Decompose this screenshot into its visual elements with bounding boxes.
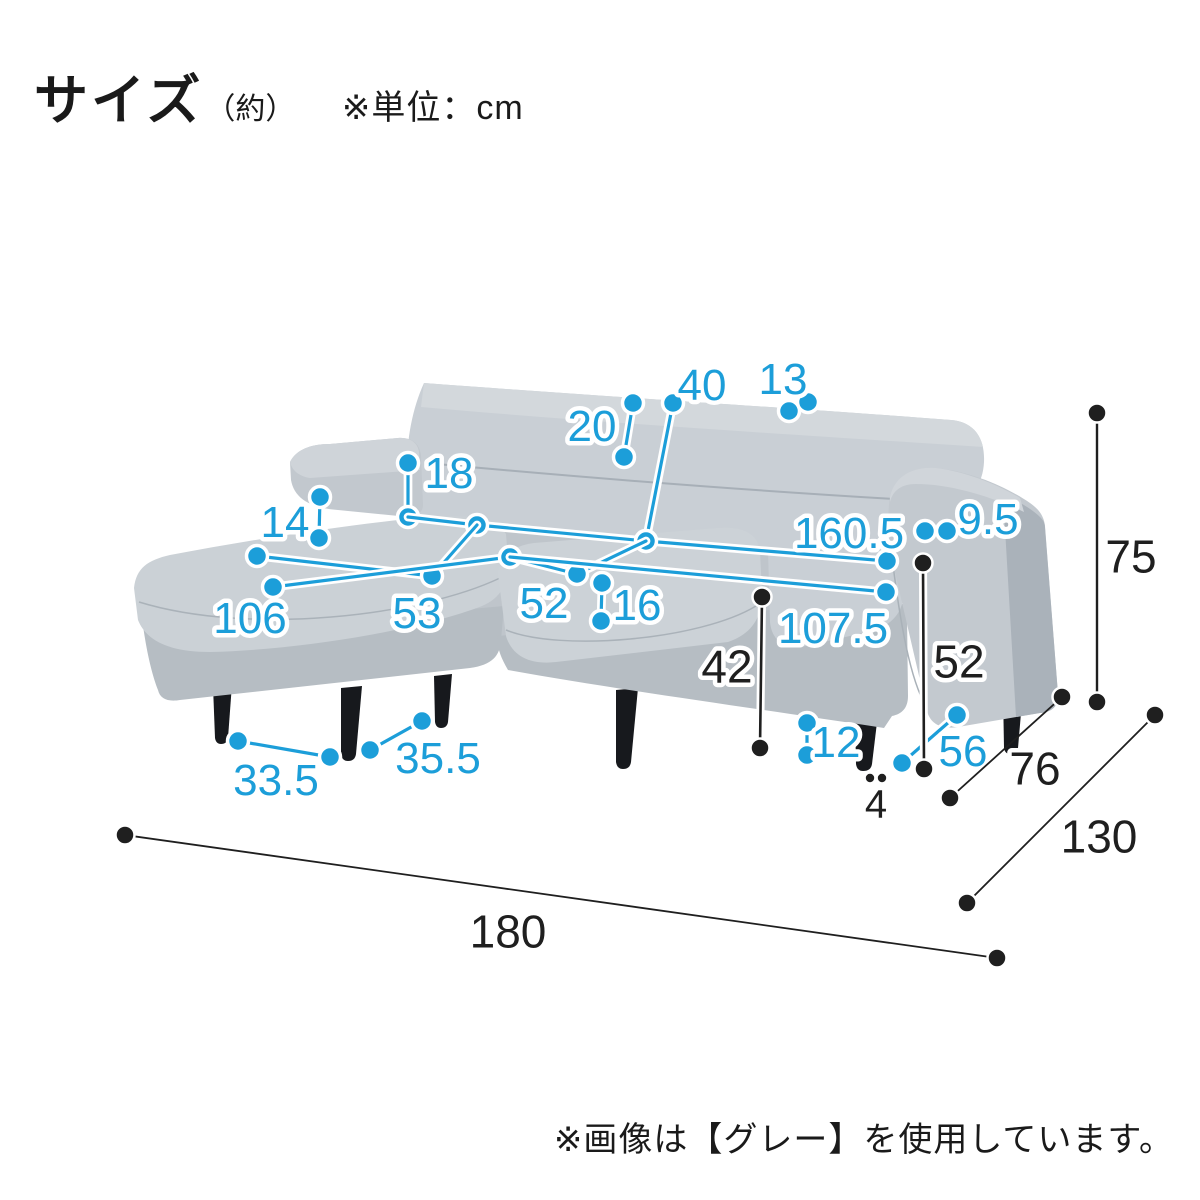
dimension-40: 40 <box>633 356 731 554</box>
dimension-75: 75 <box>1086 402 1161 713</box>
dimension-label: 130 <box>1061 811 1138 863</box>
dimension-label: 18 <box>425 449 474 498</box>
sofa-seat-cushion-1-seam <box>505 605 757 642</box>
dimension-label: 75 <box>1105 531 1156 583</box>
sofa-left-arm-top <box>290 437 420 478</box>
dimension-label: 160.5 <box>794 509 904 558</box>
dimension-180: 180 <box>114 824 1008 969</box>
dimension-13: 13 <box>754 350 821 424</box>
dimension-label: 33.5 <box>233 756 319 805</box>
dimension-33.5: 33.5 <box>225 728 343 809</box>
dimension-label: 35.5 <box>395 734 481 783</box>
dimension-20: 20 <box>563 390 646 470</box>
dimension-42: 42 <box>697 586 773 759</box>
dimension-label: 4 <box>865 782 887 826</box>
dimension-56: 56 <box>889 702 992 780</box>
dimension-label: 14 <box>261 498 310 547</box>
sofa-backrest-seam <box>425 462 948 503</box>
sofa-seat-cushion-2 <box>768 516 905 647</box>
sofa-leg <box>341 686 362 761</box>
title-unit-label: ※単位：cm <box>341 89 524 127</box>
dimension-4: 4 <box>860 773 892 831</box>
dimension-14: 14 <box>256 484 333 551</box>
dimension-label: 106 <box>213 594 286 643</box>
dimension-annotations: 20 40 13 18 14 160.5 9.5 53 106 52 16 107.5 33.5 35.5… <box>114 350 1166 969</box>
sofa-chaise-cushion-seam <box>138 577 501 621</box>
page-title: サイズ（約） ※単位：cm <box>34 56 524 135</box>
dimension-130: 130 <box>956 704 1166 914</box>
dimension-12: 12 <box>794 710 865 771</box>
sofa-leg <box>213 684 232 744</box>
sofa-right-arm-top <box>890 467 1024 512</box>
dimension-52: 52 <box>912 552 989 780</box>
dimension-label: 107.5 <box>778 604 888 653</box>
dimension-16: 16 <box>588 570 666 634</box>
dimension-label: 52 <box>520 579 569 628</box>
dimension-label: 12 <box>812 718 861 767</box>
dimension-label: 52 <box>933 636 984 688</box>
dimension-label: 180 <box>470 906 547 958</box>
dimension-label: 56 <box>939 727 988 776</box>
sofa-leg <box>855 714 878 771</box>
dimension-35.5: 35.5 <box>357 708 485 787</box>
sofa-leg <box>616 688 638 769</box>
dimension-label: 40 <box>678 361 727 410</box>
dimension-label: 13 <box>759 355 808 404</box>
title-size-label: サイズ <box>34 71 204 131</box>
dimension-9.5: 9.5 <box>912 490 1023 548</box>
dimension-label: 76 <box>1009 743 1060 795</box>
dimension-160.5: 160.5 <box>403 504 909 574</box>
dimension-106: 106 <box>209 544 523 647</box>
title-approx-label: （約） <box>205 93 296 126</box>
dimension-label: 42 <box>701 641 752 693</box>
dimension-18: 18 <box>395 444 478 530</box>
sofa-backrest-top-highlight <box>421 383 983 447</box>
dimension-label: 9.5 <box>957 495 1018 544</box>
sofa-right-arm-outer <box>1003 494 1059 717</box>
color-disclaimer-note: ※画像は【グレー】を使用しています。 <box>553 1121 1174 1159</box>
dimension-label: 16 <box>613 581 662 630</box>
dimension-label: 20 <box>568 402 617 451</box>
dimension-107.5: 107.5 <box>505 552 899 657</box>
dimension-label: 53 <box>393 589 442 638</box>
sofa-leg <box>434 674 452 728</box>
dimension-76: 76 <box>939 686 1073 809</box>
